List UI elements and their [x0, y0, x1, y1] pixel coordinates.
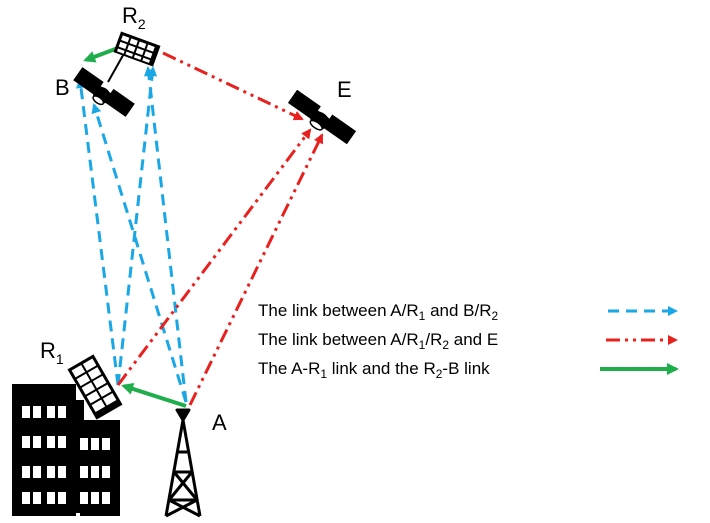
link-r1-to-b: [76, 78, 120, 386]
red-links: [116, 51, 324, 406]
link-a-to-r1: [121, 383, 187, 408]
ris-panel-r2-icon: [113, 31, 161, 67]
satellite-e-icon: [287, 89, 357, 145]
link-r1-to-e: [116, 128, 312, 386]
label-r1: R1: [40, 338, 64, 367]
link-r2-to-e: [162, 51, 304, 121]
label-e: E: [337, 77, 352, 102]
link-r1-to-r2: [116, 66, 158, 386]
legend-text-red: The link between A/R1/R2 and E: [258, 330, 498, 352]
antenna-tower-icon: [164, 408, 202, 518]
legend-text-green: The A-R1 link and the R2-B link: [258, 359, 490, 381]
link-a-to-b: [91, 103, 188, 403]
label-r2: R2: [122, 3, 146, 32]
label-a: A: [212, 410, 227, 435]
link-a-to-r2: [143, 66, 188, 403]
label-b: B: [55, 75, 70, 100]
legend: The link between A/R1 and B/R2 The link …: [258, 301, 679, 381]
ris-panel-r1-icon: [67, 354, 123, 420]
building-icon: [12, 384, 120, 516]
satellite-b-icon: [73, 67, 135, 117]
legend-text-blue: The link between A/R1 and B/R2: [258, 301, 499, 323]
blue-links: [76, 66, 188, 403]
r1-mount-bracket: [74, 400, 84, 422]
link-a-to-e: [188, 133, 324, 406]
